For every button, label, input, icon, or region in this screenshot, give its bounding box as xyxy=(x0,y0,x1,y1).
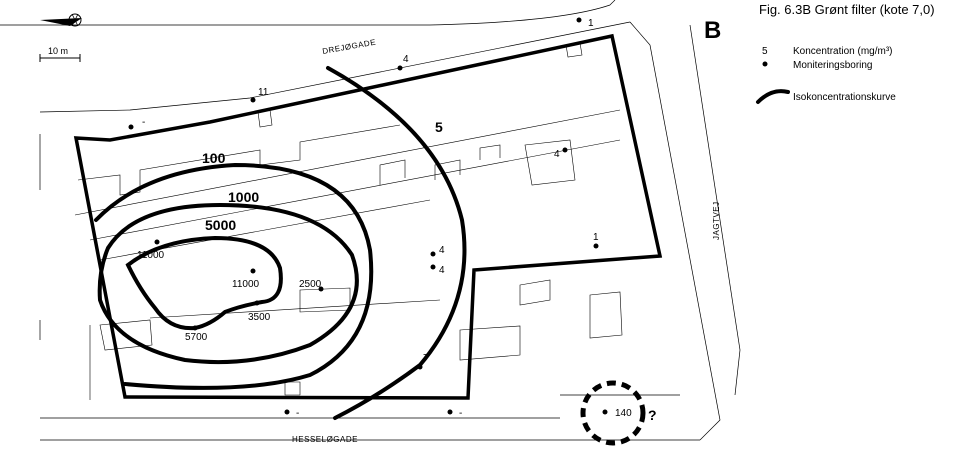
svg-text:1: 1 xyxy=(593,232,599,243)
svg-text:-: - xyxy=(459,408,462,419)
svg-text:-: - xyxy=(296,408,299,419)
street-bottom: HESSELØGADE xyxy=(292,435,358,444)
north-arrow-icon xyxy=(40,13,82,27)
legend-well-label: Moniteringsboring xyxy=(793,60,873,71)
iso-curve-5000 xyxy=(125,235,283,331)
iso-curve-5 xyxy=(326,66,467,420)
well-4: - xyxy=(128,117,145,130)
legend: 5 Koncentration (mg/m³) Moniteringsborin… xyxy=(756,46,896,104)
uncertain-circle xyxy=(580,380,646,446)
iso-label-1000: 1000 xyxy=(228,189,259,205)
legend-concentration-label: Koncentration (mg/m³) xyxy=(793,46,892,57)
svg-text:140: 140 xyxy=(615,408,632,419)
iso-curve-100 xyxy=(94,162,374,390)
svg-text:7: 7 xyxy=(423,353,429,364)
svg-text:11000: 11000 xyxy=(232,279,260,290)
well-3: 11 xyxy=(250,87,269,103)
iso-label-5000: 5000 xyxy=(205,217,236,233)
legend-curve-icon xyxy=(756,89,790,104)
figure-title: Fig. 6.3B Grønt filter (kote 7,0) xyxy=(759,2,935,17)
iso-curve-1000 xyxy=(97,202,359,365)
legend-concentration-symbol: 5 xyxy=(762,46,768,57)
svg-text:5700: 5700 xyxy=(185,332,208,343)
well-16: - xyxy=(447,408,462,419)
scale-bar: 10 m xyxy=(39,46,81,62)
svg-text:3500: 3500 xyxy=(248,312,271,323)
street-right: JAGTVEJ xyxy=(712,201,721,240)
well-5: 4 xyxy=(554,147,568,160)
well-6: 1 xyxy=(593,232,599,249)
wells: 1 4 11 - 4 1 4 4 11000 11000 2500 3500 5… xyxy=(128,17,632,419)
well-1: 1 xyxy=(576,17,594,29)
svg-text:4: 4 xyxy=(554,149,560,160)
svg-text:1: 1 xyxy=(588,18,594,29)
well-10: 11000 xyxy=(232,268,260,290)
svg-text:4: 4 xyxy=(439,265,445,276)
svg-text:10 m: 10 m xyxy=(48,46,68,56)
street-outlines xyxy=(0,0,741,441)
svg-text:11000: 11000 xyxy=(137,250,165,261)
svg-text:-: - xyxy=(142,117,145,128)
iso-curves xyxy=(94,66,467,420)
site-boundary xyxy=(73,33,663,400)
svg-text:2500: 2500 xyxy=(299,279,322,290)
well-7: 4 xyxy=(430,245,445,257)
well-13: 5700 xyxy=(185,325,208,343)
well-14: 7 xyxy=(417,353,429,370)
uncertain-marker: ? xyxy=(648,407,657,423)
panel-letter: B xyxy=(704,17,721,44)
svg-text:11: 11 xyxy=(258,87,269,98)
well-17: 140 xyxy=(602,408,632,419)
well-15: - xyxy=(284,408,299,419)
legend-curve-label: Isokoncentrationskurve xyxy=(793,92,896,103)
well-11: 2500 xyxy=(299,279,324,292)
iso-label-5: 5 xyxy=(435,119,443,135)
iso-label-100: 100 xyxy=(202,150,226,166)
well-8: 4 xyxy=(430,264,445,276)
svg-text:4: 4 xyxy=(439,245,445,256)
well-12: 3500 xyxy=(248,300,271,323)
well-2: 4 xyxy=(397,54,409,71)
svg-text:4: 4 xyxy=(403,54,409,65)
street-top: DREJØGADE xyxy=(322,38,377,56)
well-9: 11000 xyxy=(137,239,165,261)
legend-well-dot xyxy=(762,61,768,67)
